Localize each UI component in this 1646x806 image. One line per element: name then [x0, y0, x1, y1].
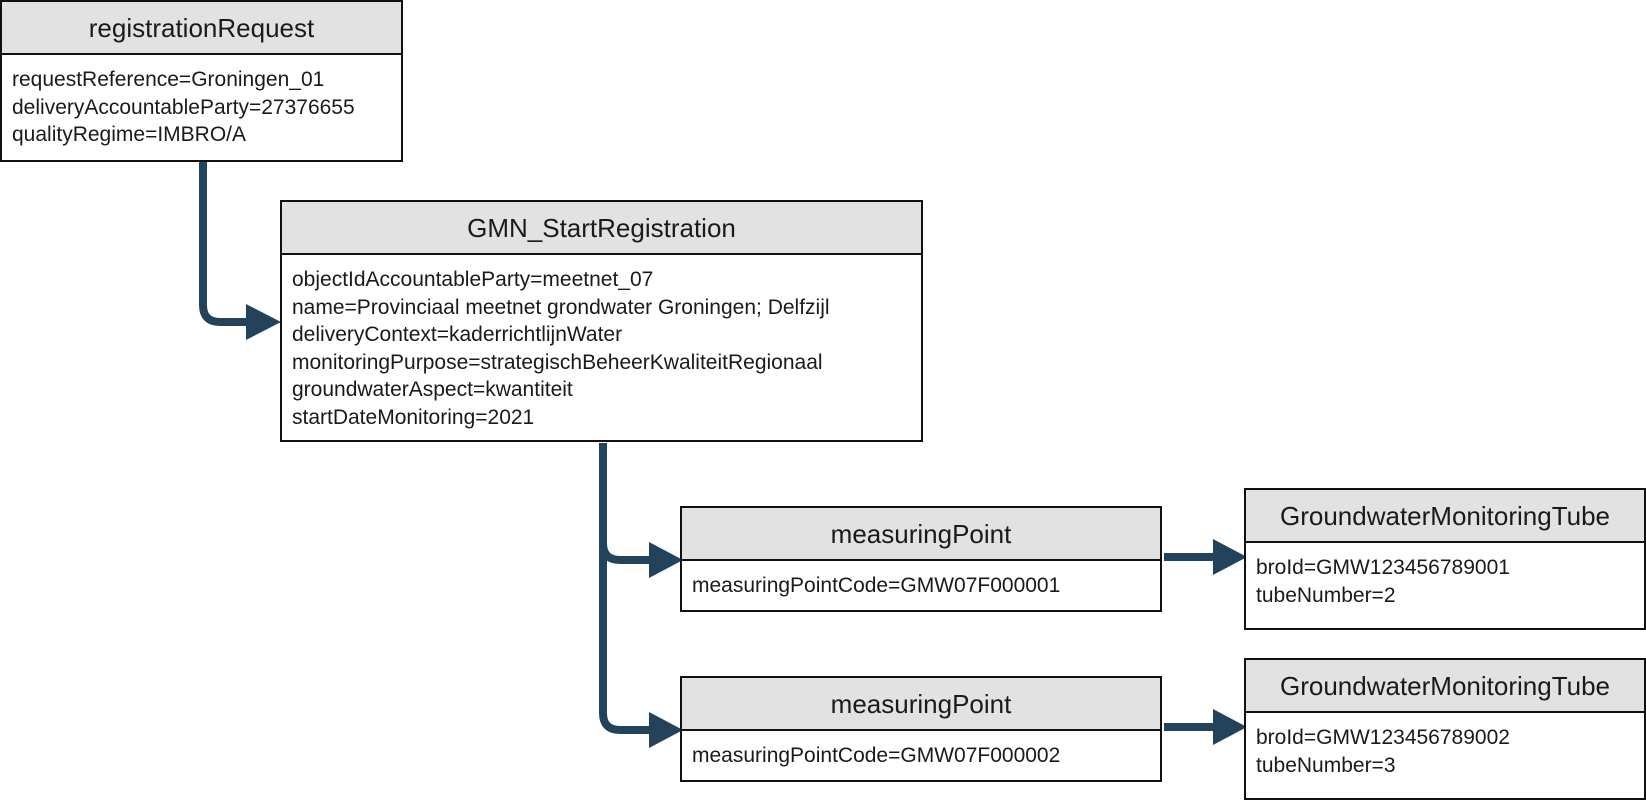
field-tube-number: tubeNumber=3	[1256, 753, 1396, 777]
field-measuring-point-code: measuringPointCode=GMW07F000002	[692, 744, 1061, 767]
measuring-point-title-2: measuringPoint	[682, 678, 1160, 731]
field-object-id-accountable-party: objectIdAccountableParty=meetnet_07	[292, 268, 654, 291]
field-quality-regime: qualityRegime=IMBRO/A	[12, 123, 247, 146]
gmn-start-registration-box: GMN_StartRegistration objectIdAccountabl…	[280, 200, 923, 442]
gmn-start-registration-fields: objectIdAccountableParty=meetnet_07 name…	[282, 255, 921, 431]
field-bro-id: broId=GMW123456789002	[1256, 726, 1510, 749]
measuring-point-title-1: measuringPoint	[682, 508, 1160, 561]
measuring-point-box-2: measuringPoint measuringPointCode=GMW07F…	[680, 676, 1162, 782]
field-tube-number: tubeNumber=2	[1256, 583, 1396, 607]
field-delivery-context: deliveryContext=kaderrichtlijnWater	[292, 323, 623, 346]
arrowhead-to-measuringpoint-2	[649, 712, 683, 748]
field-bro-id: broId=GMW123456789001	[1256, 556, 1510, 579]
gmn-start-registration-title: GMN_StartRegistration	[282, 202, 921, 255]
groundwater-monitoring-tube-fields-1: broId=GMW123456789001 tubeNumber=2	[1246, 543, 1644, 609]
arrowhead-to-tube-1	[1213, 539, 1247, 575]
field-measuring-point-code: measuringPointCode=GMW07F000001	[692, 574, 1061, 597]
arrowhead-to-tube-2	[1213, 709, 1247, 745]
field-start-date-monitoring: startDateMonitoring=2021	[292, 405, 535, 429]
groundwater-monitoring-tube-fields-2: broId=GMW123456789002 tubeNumber=3	[1246, 713, 1644, 779]
measuring-point-fields-1: measuringPointCode=GMW07F000001	[682, 561, 1160, 600]
groundwater-monitoring-tube-title-1: GroundwaterMonitoringTube	[1246, 490, 1644, 543]
field-monitoring-purpose: monitoringPurpose=strategischBeheerKwali…	[292, 350, 823, 374]
registration-request-fields: requestReference=Groningen_01 deliveryAc…	[2, 55, 401, 149]
field-groundwater-aspect: groundwaterAspect=kwantiteit	[292, 378, 573, 401]
registration-request-title: registrationRequest	[2, 2, 401, 55]
groundwater-monitoring-tube-box-1: GroundwaterMonitoringTube broId=GMW12345…	[1244, 488, 1646, 630]
connector-gmn-to-measuringpoints	[599, 443, 655, 734]
registration-request-box: registrationRequest requestReference=Gro…	[0, 0, 403, 162]
groundwater-monitoring-tube-box-2: GroundwaterMonitoringTube broId=GMW12345…	[1244, 658, 1646, 800]
field-delivery-accountable-party: deliveryAccountableParty=27376655	[12, 95, 355, 119]
measuring-point-box-1: measuringPoint measuringPointCode=GMW07F…	[680, 506, 1162, 612]
field-name: name=Provinciaal meetnet grondwater Gron…	[292, 295, 830, 319]
measuring-point-fields-2: measuringPointCode=GMW07F000002	[682, 731, 1160, 770]
arrowhead-to-measuringpoint-1	[649, 542, 683, 578]
groundwater-monitoring-tube-title-2: GroundwaterMonitoringTube	[1246, 660, 1644, 713]
field-request-reference: requestReference=Groningen_01	[12, 68, 325, 91]
connector-request-to-gmn	[199, 162, 252, 326]
arrowhead-to-gmn	[246, 304, 281, 340]
